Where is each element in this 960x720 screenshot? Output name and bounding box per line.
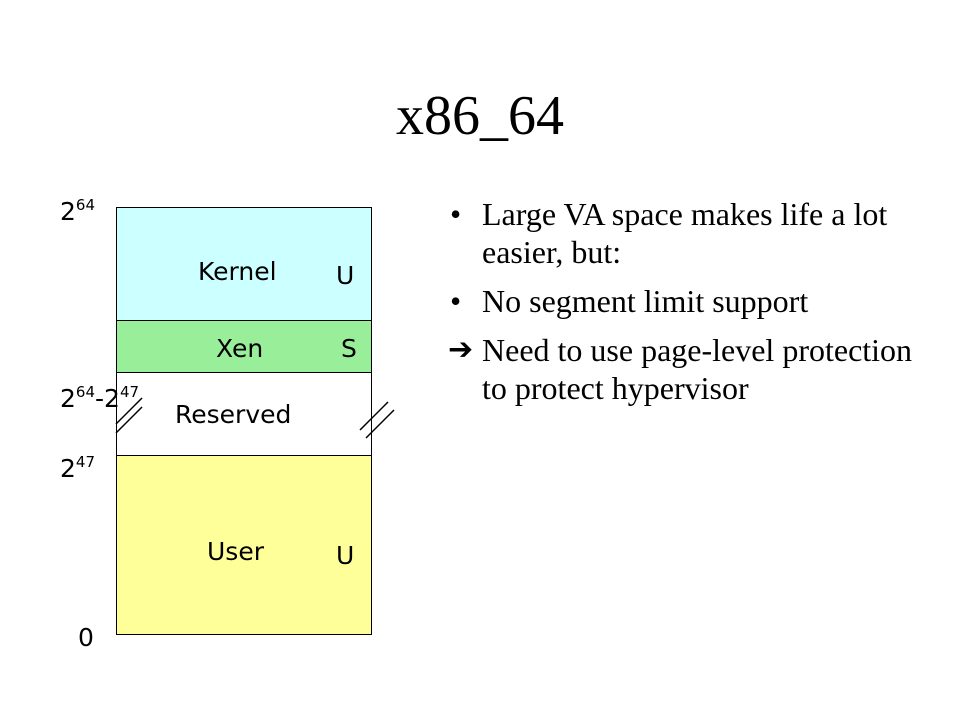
bullet-item: • Large VA space makes life a lot easier…	[450, 195, 930, 271]
xen-flag: S	[341, 334, 357, 363]
bullet-list: • Large VA space makes life a lot easier…	[448, 195, 930, 418]
kernel-flag: U	[336, 261, 355, 290]
axis-label-2-64-minus-2-47: 264-247	[60, 383, 140, 413]
axis-label-zero: 0	[78, 623, 94, 652]
user-region	[116, 455, 372, 635]
user-flag: U	[336, 541, 355, 570]
bullet-item: • No segment limit support	[450, 282, 930, 320]
kernel-label: Kernel	[198, 257, 277, 286]
user-label: User	[207, 537, 264, 566]
axis-label-2-64: 264	[60, 196, 95, 226]
xen-label: Xen	[216, 334, 264, 363]
bullet-text: Need to use page-level protection to pro…	[482, 332, 913, 406]
arrow-icon: ➔	[448, 332, 474, 367]
reserved-label: Reserved	[175, 400, 292, 429]
reserved-region	[116, 372, 372, 456]
bullet-marker: •	[450, 283, 462, 319]
bullet-marker: •	[450, 196, 462, 232]
axis-label-2-47: 247	[60, 453, 95, 483]
bullet-text: No segment limit support	[482, 283, 809, 319]
slide-title: x86_64	[396, 85, 564, 147]
bullet-text: Large VA space makes life a lot easier, …	[482, 196, 888, 270]
bullet-item: ➔ Need to use page-level protection to p…	[448, 331, 930, 407]
kernel-region	[116, 207, 372, 321]
